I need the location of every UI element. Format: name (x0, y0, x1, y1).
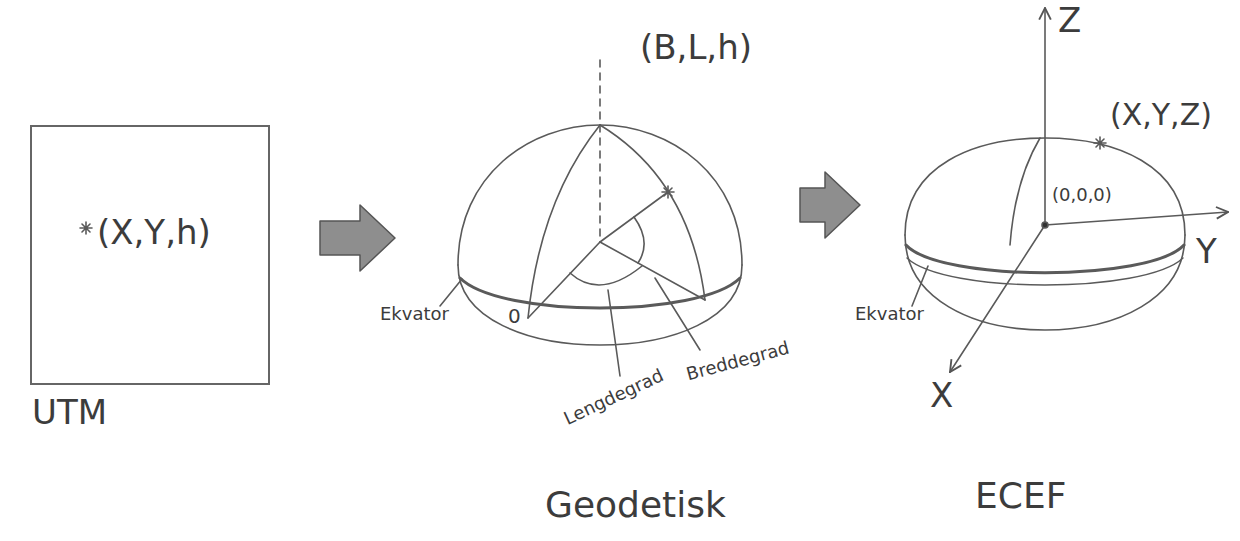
ellipsoid-outline (455, 115, 747, 355)
coordinate-label: (X,Y,Z) (1110, 100, 1212, 130)
meridian (600, 125, 705, 300)
equator-label: Ekvator (380, 305, 449, 323)
meridian (1010, 138, 1040, 245)
panel-title: ECEF (975, 478, 1066, 514)
equator-label: Ekvator (855, 305, 924, 323)
panel-title: Geodetisk (545, 487, 726, 523)
axis-label: X (930, 378, 953, 412)
outline-stroke (905, 235, 1185, 330)
y-axis (1045, 212, 1228, 225)
outline-stroke (906, 245, 1184, 273)
latitude-label: Breddegrad (684, 339, 791, 384)
longitude-label: Lengdegrad (561, 366, 666, 428)
coordinate-label: (B,L,h) (640, 30, 752, 64)
z-axis (1044, 8, 1046, 225)
leader-line (440, 279, 462, 306)
ecef-ellipsoid: ECEF (902, 128, 1188, 338)
outline-stroke (460, 278, 740, 308)
prime-meridian (528, 125, 600, 318)
origin-label: (0,0,0) (1052, 186, 1112, 204)
outline-stroke (905, 138, 1185, 235)
outline-stroke (907, 258, 1183, 285)
ellipsoid-outline (902, 128, 1188, 338)
geodetic-ellipsoid: Geodetisk (455, 115, 747, 355)
origin-dot (1042, 222, 1048, 228)
axis-label: Y (1196, 234, 1217, 268)
leader-line (608, 290, 620, 376)
origin-label: 0 (508, 306, 521, 326)
outline-stroke (458, 265, 742, 345)
leader-line (655, 278, 700, 350)
transform-arrow (320, 205, 395, 271)
utm-plane: (X,Y,h)UTM (30, 125, 270, 385)
transform-arrow (800, 172, 860, 238)
point-star (662, 186, 674, 198)
radius-line (600, 242, 705, 300)
panel-title: UTM (32, 395, 107, 429)
axis-label: Z (1058, 3, 1081, 37)
latitude-arc (634, 217, 644, 263)
point-coordinate: (X,Y,h) (97, 215, 211, 249)
x-axis (950, 225, 1045, 372)
longitude-arc (570, 266, 642, 285)
outline-stroke (458, 125, 742, 265)
polar-axis (599, 60, 601, 242)
point-star (80, 222, 92, 234)
